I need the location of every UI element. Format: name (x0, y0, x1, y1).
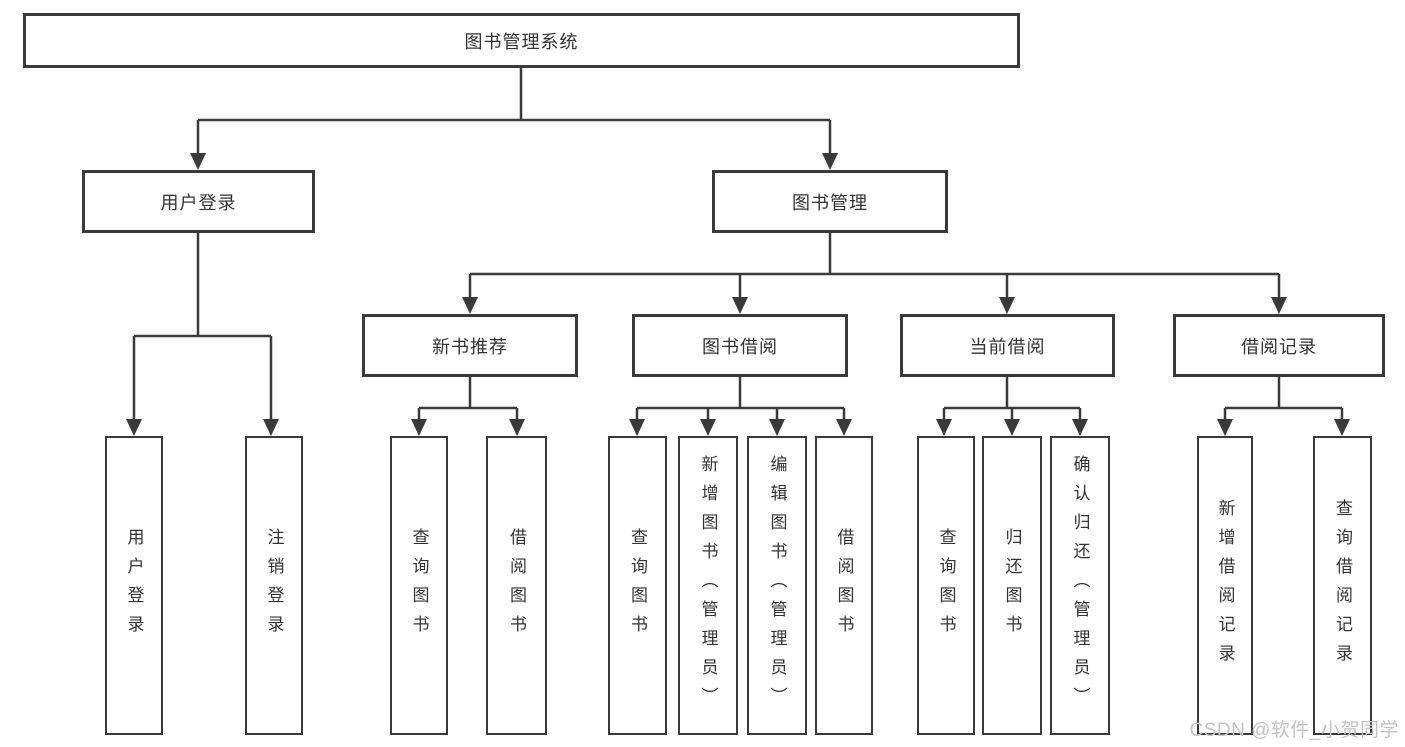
node-library-system-label: 图书管理系统 (464, 31, 579, 52)
leaf-borrow-books-borrowing: 借阅图书 (815, 436, 873, 735)
leaf-confirm-return-admin-label: 确认归还（管理员） (1070, 455, 1090, 716)
node-borrow-records: 借阅记录 (1173, 314, 1385, 377)
node-library-system: 图书管理系统 (23, 13, 1020, 68)
leaf-user-login: 用户登录 (105, 436, 163, 735)
edge-bookmgmt-to-level3 (462, 233, 1287, 314)
leaf-edit-book-admin: 编辑图书（管理员） (747, 436, 807, 735)
leaf-borrow-books-borrowing-label: 借阅图书 (834, 527, 854, 644)
leaf-query-books-borrowing: 查询图书 (608, 436, 667, 735)
leaf-query-books-recommend: 查询图书 (390, 436, 448, 735)
node-new-book-recommend: 新书推荐 (362, 314, 578, 377)
leaf-borrow-books-recommend: 借阅图书 (486, 436, 547, 735)
leaf-add-borrow-record: 新增借阅记录 (1197, 436, 1253, 735)
node-book-management-label: 图书管理 (792, 192, 868, 213)
leaf-add-book-admin: 新增图书（管理员） (678, 436, 738, 735)
leaf-logout-label: 注销登录 (264, 527, 284, 644)
edge-recommend-to-leaves (411, 377, 525, 436)
leaf-query-books-current: 查询图书 (917, 436, 975, 735)
leaf-query-books-current-label: 查询图书 (936, 527, 956, 644)
node-book-borrowing-label: 图书借阅 (702, 336, 778, 357)
node-user-login: 用户登录 (82, 170, 315, 233)
leaf-query-books-recommend-label: 查询图书 (409, 527, 429, 644)
leaf-add-borrow-record-label: 新增借阅记录 (1215, 498, 1235, 673)
node-book-borrowing: 图书借阅 (632, 314, 848, 377)
csdn-watermark: CSDN @软件_小贺同学 (1189, 720, 1399, 741)
edge-root-to-level2 (190, 68, 838, 170)
edge-borrowing-to-leaves (629, 377, 852, 436)
leaf-query-borrow-record: 查询借阅记录 (1313, 436, 1372, 735)
node-book-management: 图书管理 (712, 170, 948, 233)
leaf-return-books: 归还图书 (982, 436, 1042, 735)
leaf-add-book-admin-label: 新增图书（管理员） (698, 455, 718, 716)
edge-records-to-leaves (1217, 377, 1350, 436)
node-new-book-recommend-label: 新书推荐 (432, 336, 508, 357)
node-user-login-label: 用户登录 (160, 192, 237, 213)
leaf-confirm-return-admin: 确认归还（管理员） (1050, 436, 1110, 735)
node-borrow-records-label: 借阅记录 (1241, 336, 1317, 357)
node-current-borrowing: 当前借阅 (900, 314, 1115, 377)
leaf-query-borrow-record-label: 查询借阅记录 (1333, 498, 1352, 673)
leaf-logout: 注销登录 (245, 436, 303, 735)
edge-current-to-leaves (936, 377, 1088, 436)
node-current-borrowing-label: 当前借阅 (969, 336, 1046, 357)
leaf-return-books-label: 归还图书 (1002, 527, 1022, 644)
leaf-user-login-label: 用户登录 (124, 527, 144, 644)
leaf-borrow-books-recommend-label: 借阅图书 (507, 527, 526, 644)
edge-userlogin-to-leaves (126, 233, 279, 436)
leaf-edit-book-admin-label: 编辑图书（管理员） (767, 455, 787, 716)
leaf-query-books-borrowing-label: 查询图书 (628, 527, 647, 644)
